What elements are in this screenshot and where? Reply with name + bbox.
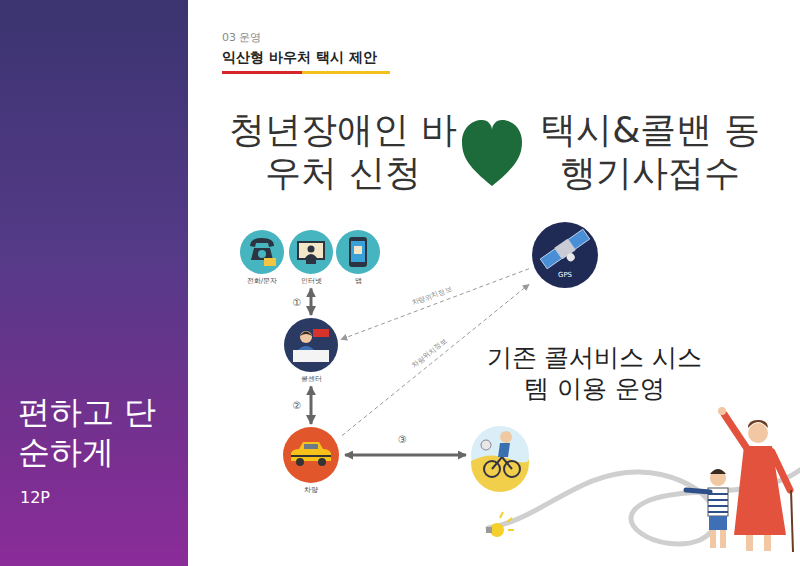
note-text: 기존 콜서비스 시스템 이용 운영 <box>482 342 707 405</box>
channel-icon: 전화/문자 <box>238 230 286 285</box>
icon-caption: 전화/문자 <box>238 277 286 285</box>
icon-ground <box>336 230 380 274</box>
side-panel <box>0 0 188 566</box>
icon <box>336 230 380 274</box>
icon-caption: 앱 <box>334 277 382 285</box>
person <box>305 254 317 258</box>
icon-caption: 콜센터 <box>284 375 338 383</box>
person <box>308 246 315 253</box>
vehicle-icon: 차량 <box>283 427 339 494</box>
car-body <box>291 442 331 461</box>
icon-ground <box>284 318 338 372</box>
title-underline <box>222 71 390 74</box>
phone-screen <box>351 241 365 262</box>
sign <box>313 329 329 337</box>
channel-icon: 앱 <box>334 230 382 285</box>
icon-svg <box>284 318 338 372</box>
ride-connector <box>345 454 466 457</box>
headline-text: 청년장애인 바우처 신청 <box>228 108 458 194</box>
agent-head <box>300 331 312 343</box>
edge-label: 차량위치정보 <box>409 285 455 308</box>
page-number: 12P <box>20 488 50 507</box>
icon-svg <box>283 427 339 483</box>
callout-number: ① <box>291 296 304 307</box>
monitor <box>297 241 325 260</box>
icon-svg <box>334 230 382 274</box>
rider-icon <box>471 426 529 492</box>
icon <box>289 230 333 274</box>
dish <box>565 252 576 263</box>
panel-heading: 편하고 단순하게 <box>18 392 168 472</box>
desk <box>293 350 329 362</box>
headline-text: 택시&콜밴 동행기사접수 <box>535 108 765 194</box>
data-flow-arrow <box>341 269 529 340</box>
icon-inner-label: GPS <box>532 271 598 279</box>
wheel <box>296 458 304 466</box>
link-arrow <box>310 386 313 424</box>
callout-number: ③ <box>398 434 407 446</box>
people-illustration <box>486 407 800 552</box>
slide-title: 익산형 바우처 택시 제안 <box>222 49 377 67</box>
gps-icon: GPS <box>532 222 598 288</box>
app-tile <box>354 246 362 254</box>
icon <box>532 222 598 288</box>
agent-hair <box>300 332 312 337</box>
icon <box>240 230 284 274</box>
edge-label: 차량위치정보 <box>410 336 451 371</box>
icon-caption: 인터넷 <box>287 277 335 285</box>
phone-body <box>349 237 367 267</box>
callout-number: ② <box>291 400 304 411</box>
icon-ground <box>240 230 284 274</box>
satellite <box>540 228 595 275</box>
car-stripe <box>291 455 331 457</box>
icon <box>284 318 338 372</box>
screen <box>299 243 323 258</box>
dial <box>258 250 266 258</box>
callcenter-icon: 콜센터 <box>284 318 338 383</box>
icon-ground <box>283 427 339 483</box>
icon-ground <box>532 222 598 288</box>
icon-svg <box>238 230 286 274</box>
icon <box>283 427 339 483</box>
link-arrow <box>310 288 313 315</box>
stand <box>306 260 316 264</box>
wheel <box>318 458 326 466</box>
icon-svg <box>287 230 335 274</box>
section-number: 03 운영 <box>222 31 262 44</box>
handset <box>250 238 274 260</box>
envelope <box>264 258 276 266</box>
heart-symbol <box>462 120 522 186</box>
channel-icon: 인터넷 <box>287 230 335 285</box>
icon-caption: 차량 <box>283 486 339 494</box>
icon-ground <box>289 230 333 274</box>
car-window <box>304 444 318 449</box>
